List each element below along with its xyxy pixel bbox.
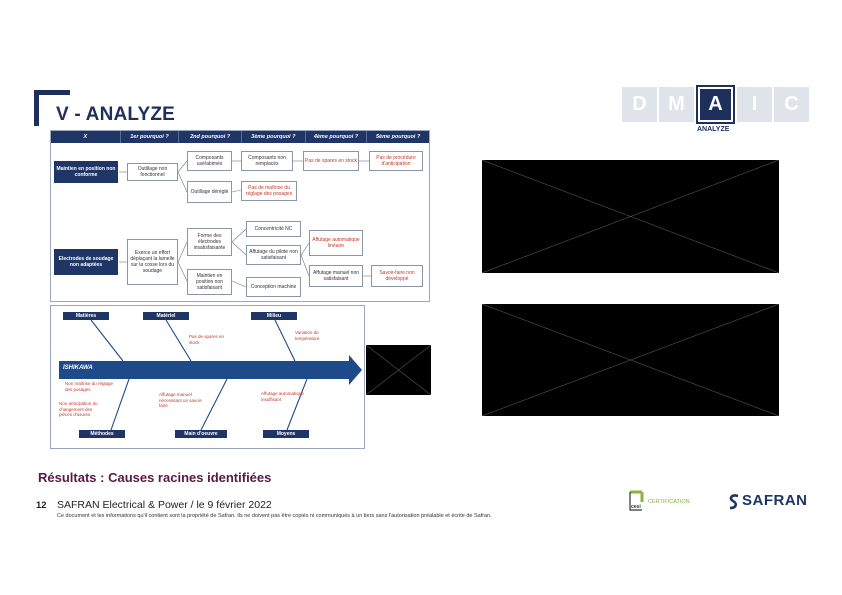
node-maintien-position: Maintien en position non satisfaisant [187,269,232,295]
node-composants-non-remplaces: Composants non remplacés [241,151,293,171]
placeholder-cross-small [365,344,432,396]
page-title: V - ANALYZE [56,104,176,125]
header-why-4: 4ème pourquoi ? [306,131,368,143]
safran-logo-text: SAFRAN [742,492,808,509]
ishikawa-bones [59,319,362,431]
results-heading: Résultats : Causes racines identifiées [38,470,272,485]
dmaic-i: I [737,87,772,122]
node-pas-procedure: Pas de procédure d'anticipation [369,151,423,171]
header-x: X [51,131,121,143]
node-affutage-pilote: Affutage du pilote non satisfaisant [246,245,301,265]
five-why-table: X 1er pourquoi ? 2nd pourquoi ? 3ème pou… [50,130,430,302]
x-maintien: Maintien en position non conforme [54,161,118,183]
node-outillage: Outillage non fonctionnel [127,163,178,181]
note-non-maitrise: Non maîtrise du réglage des posages [65,381,114,392]
note-affutage-manuel: Affutage manuel nécessitant un savoir-fa… [159,392,203,408]
safran-logo-icon [729,494,739,510]
node-concentricite: Concentricité NC [246,221,301,237]
dmaic-bar: D M A I C [622,85,809,124]
node-effort: Exerce un effort déplaçant la lamelle su… [127,239,178,285]
ishikawa-diagram: Matières Matériel Milieu Méthodes Main d… [50,305,365,449]
dmaic-active-label: ANALYZE [697,126,730,133]
node-affutage-automatique: Affutage automatique linéaire [309,230,363,256]
node-conception-machine: Conception machine [246,277,301,297]
ishikawa-milieu: Milieu [251,312,297,320]
image-placeholder-top [481,159,780,274]
dmaic-d: D [622,87,657,122]
page-number: 12 [36,500,47,511]
ishikawa-methodes: Méthodes [79,430,125,438]
footer-title: SAFRAN Electrical & Power / le 9 février… [57,499,272,511]
note-pas-spares: Pas de spares en stock [189,334,225,345]
dmaic-m: M [659,87,694,122]
five-why-connectors [119,160,371,288]
ishikawa-moyens: Moyens [263,430,309,438]
dmaic-a: A [696,85,735,124]
title-bracket [34,90,39,126]
ishikawa-title: ISHIKAWA [63,365,93,371]
header-why-2: 2nd pourquoi ? [179,131,242,143]
ishikawa-matieres: Matières [63,312,109,320]
note-variation: Variation de température [295,330,320,341]
node-forme-electrodes: Forme des électrodes insatisfaisante [187,228,232,256]
placeholder-cross-bottom [481,303,780,417]
header-why-5: 5ème pourquoi ? [375,134,421,140]
cesi-brand: cesi [631,504,641,510]
title-bracket-top [34,90,70,95]
node-affutage-manuel: Affutage manuel non satisfaisant [309,265,363,287]
node-outillage-deregle: Outillage déréglé [187,181,232,203]
x-electrodes: Electrodes de soudage non adaptées [54,249,118,275]
ishikawa-main-oeuvre: Main d'oeuvre [175,430,227,438]
header-why-3: 3ème pourquoi ? [242,131,306,143]
disclaimer-text: Ce document et les informations qu'il co… [57,513,492,519]
note-non-anticipation: Non anticipation du changement des pièce… [59,401,98,417]
node-pas-maitrise: Pas de maîtrise du réglage des posages [241,181,297,201]
ishikawa-materiel: Matériel [143,312,189,320]
header-why-1: 1er pourquoi ? [121,131,180,143]
node-savoir-faire: Savoir-faire non développé [371,265,423,287]
cesi-certification: CERTIFICATION [648,499,690,505]
image-placeholder-small [365,344,432,396]
node-composants-uses: Composants usé/abimés [187,151,232,171]
image-placeholder-bottom [481,303,780,417]
note-affutage-auto: Affutage automatique insuffisant [261,391,304,402]
five-why-header: X 1er pourquoi ? 2nd pourquoi ? 3ème pou… [51,131,429,143]
placeholder-cross-top [481,159,780,274]
node-pas-spares: Pas de spares en stock [303,151,359,171]
cesi-logo-icon [629,490,644,511]
dmaic-c: C [774,87,809,122]
